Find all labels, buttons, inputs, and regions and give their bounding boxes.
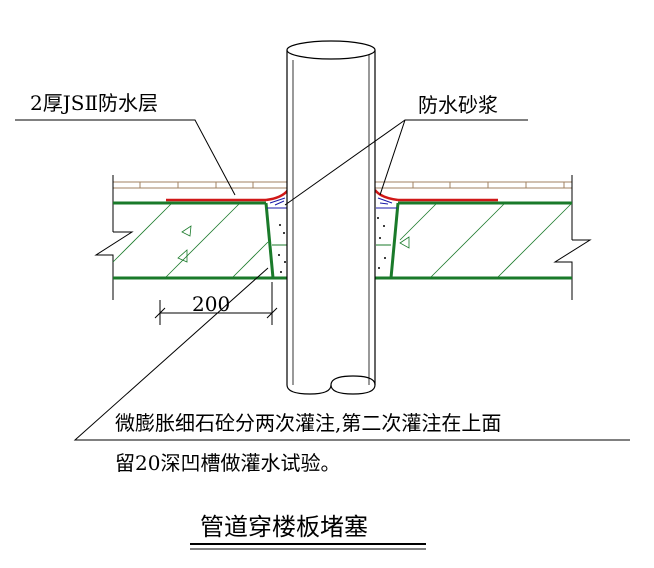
drawing-title: 管道穿楼板堵塞 — [200, 513, 368, 541]
dimension-label: 200 — [192, 292, 230, 316]
pipe — [286, 40, 376, 395]
waterproof-membrane — [166, 189, 498, 202]
concrete-hatch — [112, 202, 573, 279]
label-waterproof-mortar: 防水砂浆 — [418, 93, 498, 117]
slab-lines — [113, 201, 572, 280]
fine-concrete-fill — [278, 217, 386, 273]
note-line-1: 微膨胀细石砼分两次灌注,第二次灌注在上面 — [115, 411, 501, 435]
floor-finish — [113, 181, 572, 189]
note-line-2: 留20深凹槽做灌水试验。 — [115, 451, 340, 475]
leader-lines — [15, 119, 630, 550]
waterproof-mortar — [267, 197, 397, 209]
label-waterproof-layer: 2厚JSⅡ防水层 — [30, 91, 158, 115]
